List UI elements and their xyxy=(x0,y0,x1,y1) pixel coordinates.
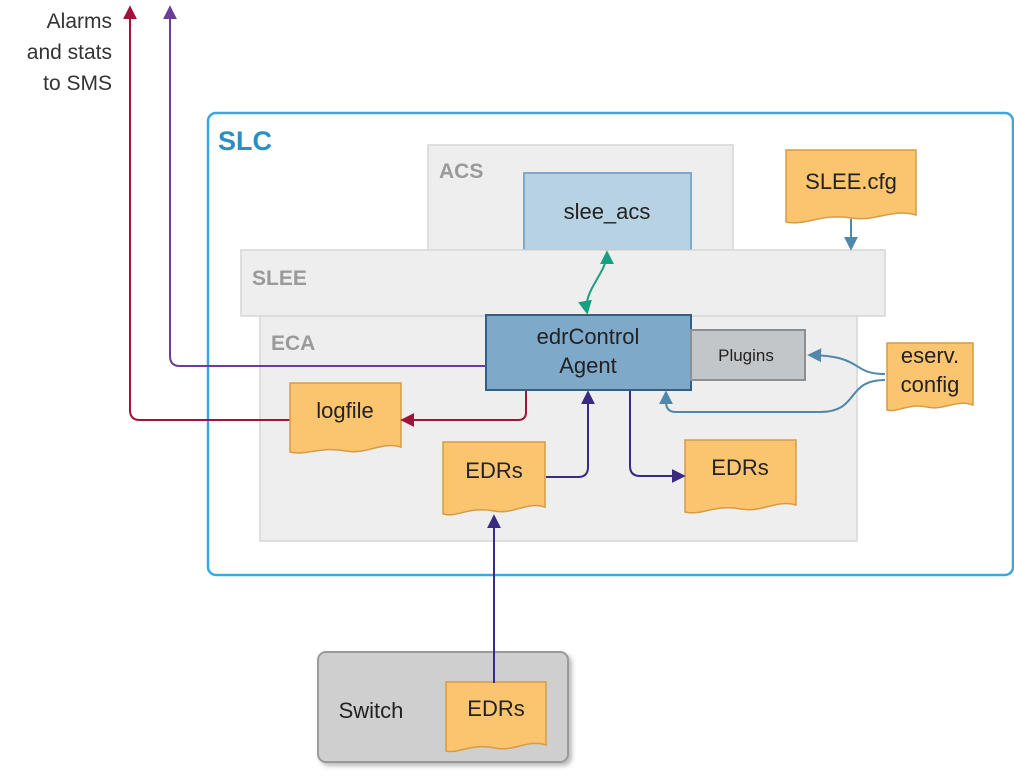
plugins-node xyxy=(690,329,806,381)
agent-to-logfile-arrow xyxy=(400,391,527,427)
caption-line-2: and stats xyxy=(27,41,112,64)
switch-label: Switch xyxy=(339,698,404,723)
edr-control-agent-line-1: edrControl xyxy=(537,324,640,349)
edrs-switch-label: EDRs xyxy=(467,696,524,721)
agent-to-edrs-output-arrow xyxy=(629,391,686,483)
eca-label: ECA xyxy=(271,332,315,355)
eserv-config-line-2: config xyxy=(901,372,960,397)
caption-line-3: to SMS xyxy=(43,72,112,95)
slee-cfg-document xyxy=(785,149,917,224)
edrs-output-document xyxy=(684,439,797,514)
alarm-arrow xyxy=(123,5,297,421)
stats-arrow xyxy=(163,5,486,367)
eserv-config-line-1: eserv. xyxy=(901,343,959,368)
edrs-input-label: EDRs xyxy=(465,458,522,483)
slc-label: SLC xyxy=(218,126,272,156)
acs-label: ACS xyxy=(439,160,483,183)
logfile-document xyxy=(289,382,402,454)
logfile-label: logfile xyxy=(316,398,373,423)
edrs-switch-document xyxy=(445,681,547,753)
edrs-output-label: EDRs xyxy=(711,455,768,480)
edrs-to-agent-arrow xyxy=(546,390,595,478)
eserv-to-plugins-arrow xyxy=(807,348,886,375)
acs-agent-link xyxy=(578,250,614,315)
external-caption: Alarms and stats to SMS xyxy=(27,10,112,95)
slee-acs-node xyxy=(523,172,692,251)
eserv-config-document xyxy=(886,342,974,412)
eserv-to-agent-arrow xyxy=(659,379,886,413)
slee-cfg-label: SLEE.cfg xyxy=(805,169,897,194)
slee-acs-label: slee_acs xyxy=(564,199,651,224)
slee-region xyxy=(240,249,886,317)
edrs-input-document xyxy=(442,441,546,516)
slee-label: SLEE xyxy=(252,267,307,290)
caption-line-1: Alarms xyxy=(47,10,112,33)
plugins-label: Plugins xyxy=(718,346,774,365)
edr-control-agent-line-2: Agent xyxy=(559,353,617,378)
